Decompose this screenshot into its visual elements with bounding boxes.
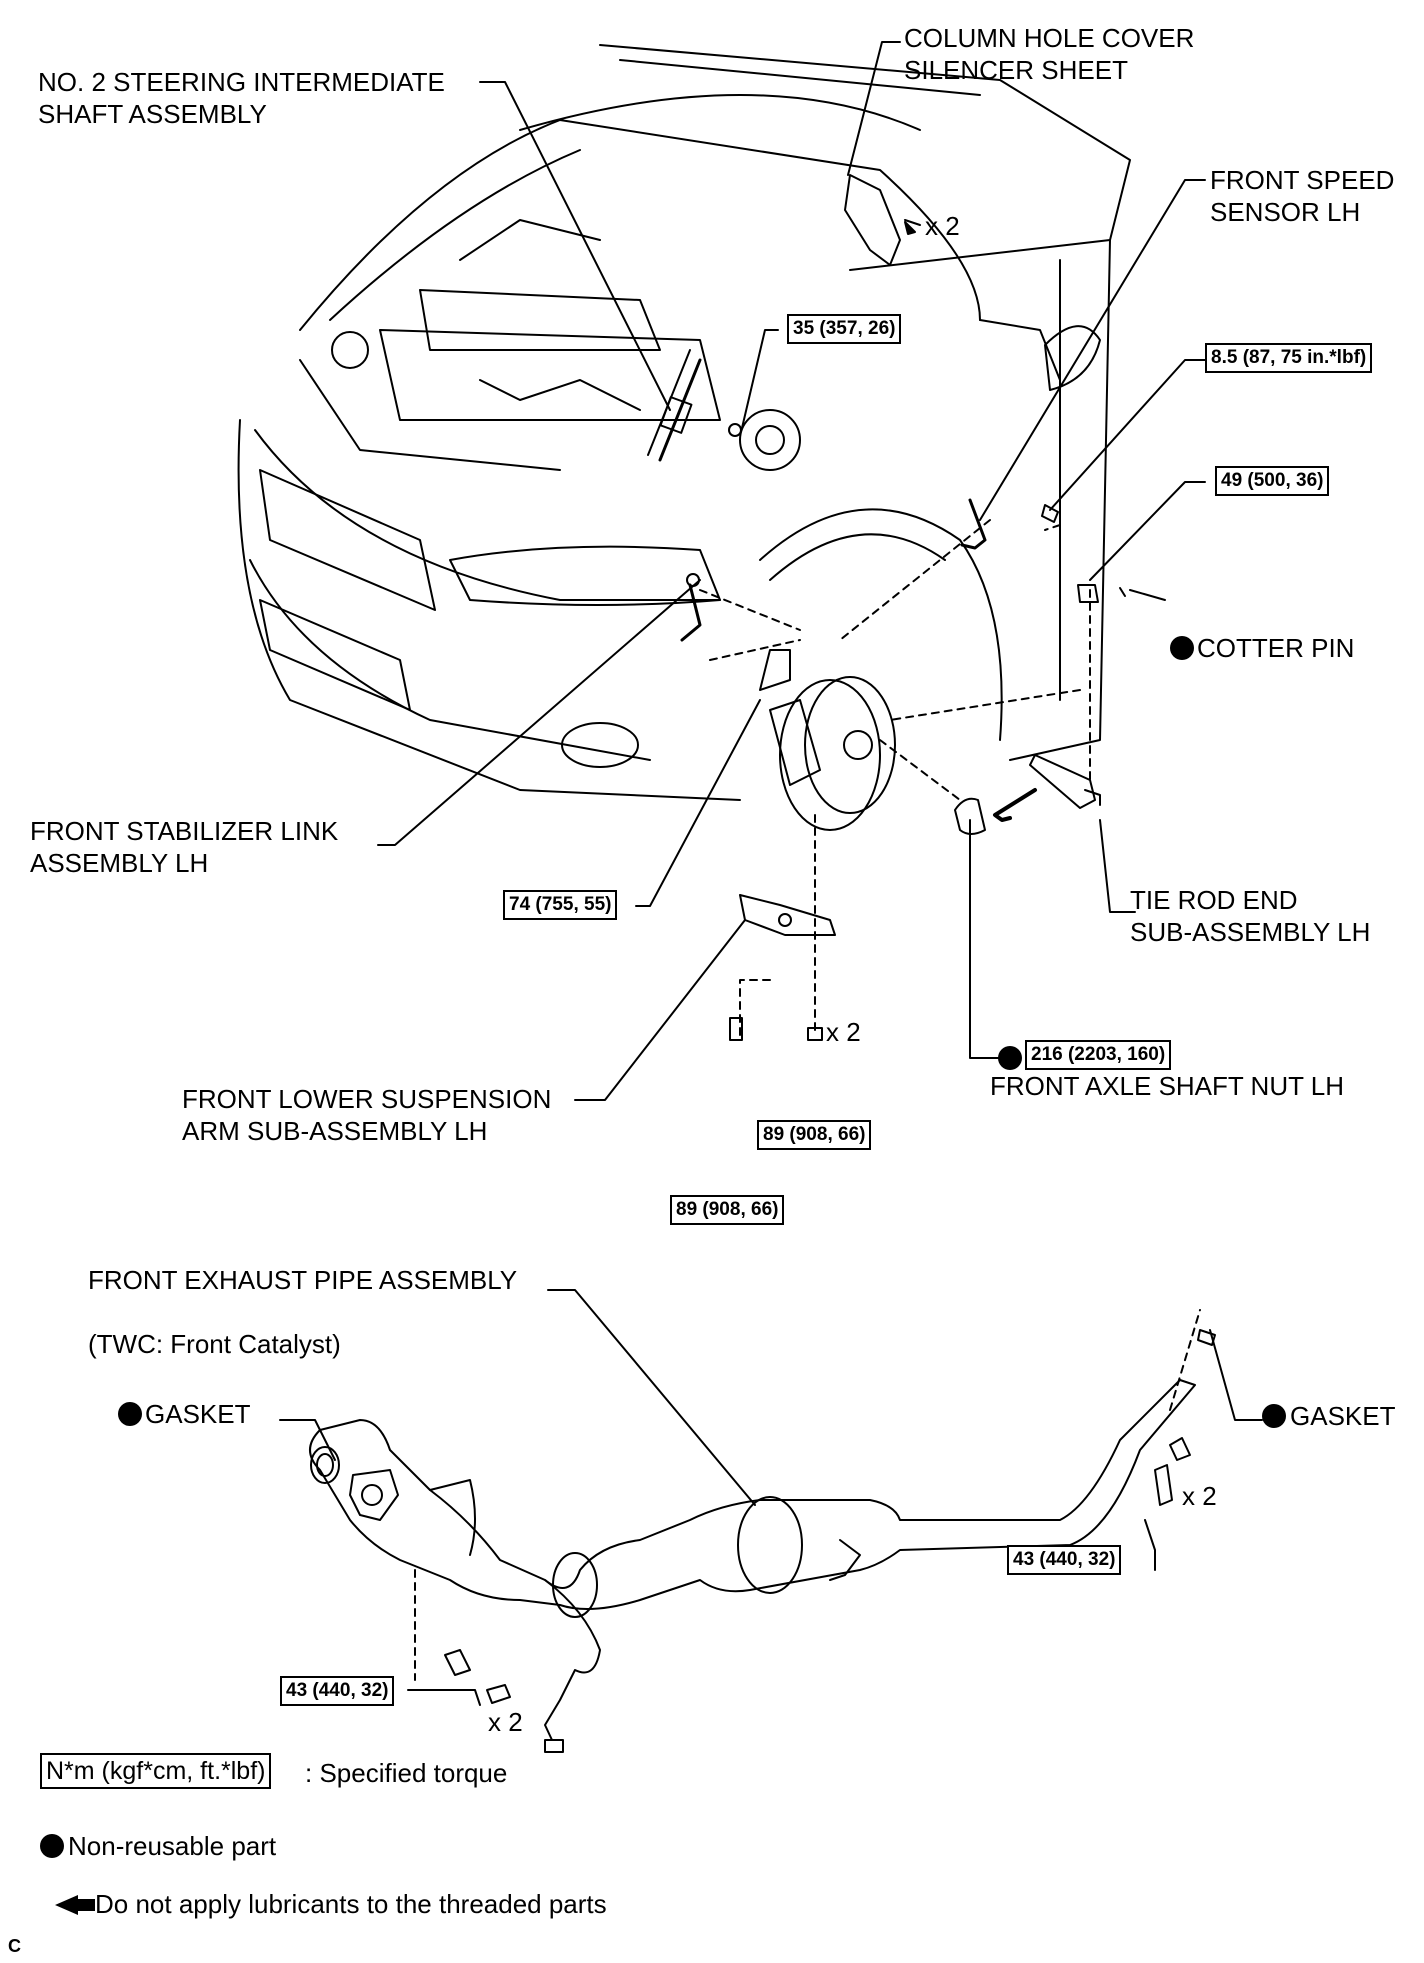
non-reusable-dot-icon [1262,1404,1286,1428]
torque-exhaust-right: 43 (440, 32) [1007,1545,1122,1575]
torque-intermediate-shaft: 35 (357, 26) [787,314,902,344]
label-gasket-right: GASKET [1290,1401,1396,1431]
label-quantity-lower-arm: x 2 [826,1017,861,1047]
label-lower-suspension-arm: FRONT LOWER SUSPENSION ARM SUB-ASSEMBLY … [182,1084,552,1146]
label-quantity-exhaust-right: x 2 [1182,1481,1217,1511]
corner-mark: C [8,1936,21,1956]
label-quantity-exhaust-left: x 2 [488,1707,523,1737]
torque-tie-rod-nut: 49 (500, 36) [1215,466,1330,496]
torque-lower-arm-bolt: 89 (908, 66) [670,1195,785,1225]
label-front-exhaust-pipe: FRONT EXHAUST PIPE ASSEMBLY [88,1265,518,1295]
non-reusable-dot-icon [40,1834,64,1858]
torque-speed-sensor-bolt: 8.5 (87, 75 in.*lbf) [1205,343,1373,373]
legend-no-lubricant: Do not apply lubricants to the threaded … [95,1889,607,1919]
label-twc: (TWC: Front Catalyst) [88,1329,341,1359]
label-stabilizer-link: FRONT STABILIZER LINK ASSEMBLY LH [30,816,339,878]
torque-stabilizer-link: 74 (755, 55) [503,890,618,920]
non-reusable-dot-icon [998,1046,1022,1070]
torque-axle-nut: 216 (2203, 160) [1025,1040,1172,1070]
torque-lower-arm-nut: 89 (908, 66) [757,1120,872,1150]
non-reusable-dot-icon [1170,636,1194,660]
legend-torque-unit: N*m (kgf*cm, ft.*lbf) [40,1753,272,1789]
label-front-speed-sensor: FRONT SPEED SENSOR LH [1210,165,1395,227]
torque-exhaust-left: 43 (440, 32) [280,1676,395,1706]
label-cotter-pin: COTTER PIN [1197,633,1355,663]
label-quantity-cover: x 2 [925,211,960,241]
label-gasket-left: GASKET [145,1399,251,1429]
label-tie-rod-end: TIE ROD END SUB-ASSEMBLY LH [1130,885,1371,947]
label-intermediate-shaft: NO. 2 STEERING INTERMEDIATE SHAFT ASSEMB… [38,67,445,129]
lubricant-arrow-icon [40,1890,96,1918]
non-reusable-dot-icon [118,1402,142,1426]
label-front-axle-shaft-nut: FRONT AXLE SHAFT NUT LH [990,1071,1344,1101]
legend-non-reusable: Non-reusable part [68,1831,277,1861]
legend-torque-description: : Specified torque [305,1758,508,1788]
label-column-hole-cover: COLUMN HOLE COVER SILENCER SHEET [904,23,1195,85]
